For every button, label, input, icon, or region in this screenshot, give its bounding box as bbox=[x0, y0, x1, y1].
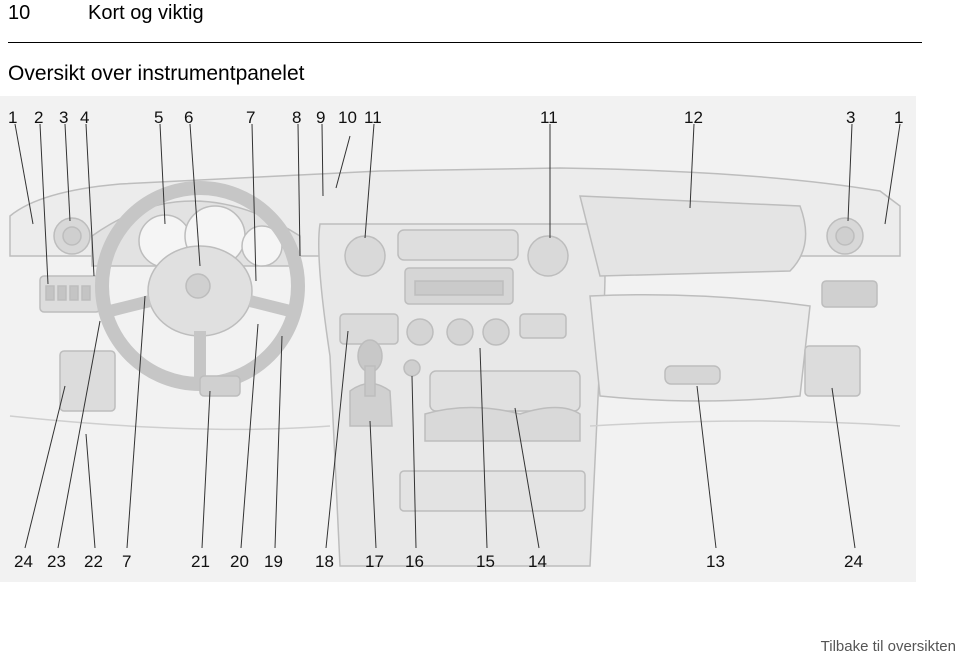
callout-label: 13 bbox=[706, 552, 725, 571]
callout-label: 7 bbox=[246, 108, 255, 127]
dashboard-drawing bbox=[9, 167, 901, 567]
callout-label: 10 bbox=[338, 108, 357, 127]
top-callouts: 1 2 3 4 5 6 7 8 9 10 11 11 12 3 1 bbox=[8, 108, 903, 127]
section-title: Oversikt over instrumentpanelet bbox=[8, 62, 305, 85]
chapter-title: Kort og viktig bbox=[88, 2, 204, 24]
callout-label: 24 bbox=[844, 552, 863, 571]
dashboard-illustration: 1 2 3 4 5 6 7 8 9 10 11 11 12 3 1 24 23 … bbox=[0, 96, 916, 582]
callout-label: 11 bbox=[364, 108, 382, 127]
callout-label: 15 bbox=[476, 552, 495, 571]
callout-label: 4 bbox=[80, 108, 89, 127]
callout-label: 22 bbox=[84, 552, 103, 571]
callout-label: 1 bbox=[8, 108, 17, 127]
callout-label: 6 bbox=[184, 108, 193, 127]
callout-label: 16 bbox=[405, 552, 424, 571]
callout-label: 5 bbox=[154, 108, 163, 127]
callout-label: 7 bbox=[122, 552, 131, 571]
callout-label: 12 bbox=[684, 108, 703, 127]
callout-label: 23 bbox=[47, 552, 66, 571]
callout-label: 14 bbox=[528, 552, 547, 571]
page-number: 10 bbox=[8, 2, 31, 24]
callout-label: 9 bbox=[316, 108, 325, 127]
callout-leader-lines bbox=[14, 123, 901, 549]
callout-label: 21 bbox=[191, 552, 210, 571]
callout-label: 20 bbox=[230, 552, 249, 571]
callout-label: 3 bbox=[846, 108, 855, 127]
callout-label: 3 bbox=[59, 108, 68, 127]
callout-label: 24 bbox=[14, 552, 33, 571]
header-divider bbox=[8, 42, 922, 43]
callout-label: 11 bbox=[540, 108, 558, 127]
callout-label: 8 bbox=[292, 108, 301, 127]
callout-label: 2 bbox=[34, 108, 43, 127]
back-to-overview-link[interactable]: Tilbake til oversikten bbox=[820, 638, 956, 655]
callout-label: 19 bbox=[264, 552, 283, 571]
page-header: 10 Kort og viktig bbox=[8, 0, 922, 44]
callout-label: 17 bbox=[365, 552, 384, 571]
callout-label: 18 bbox=[315, 552, 334, 571]
bottom-callouts: 24 23 22 7 21 20 19 18 17 16 15 14 13 24 bbox=[14, 552, 863, 571]
callout-label: 1 bbox=[894, 108, 903, 127]
